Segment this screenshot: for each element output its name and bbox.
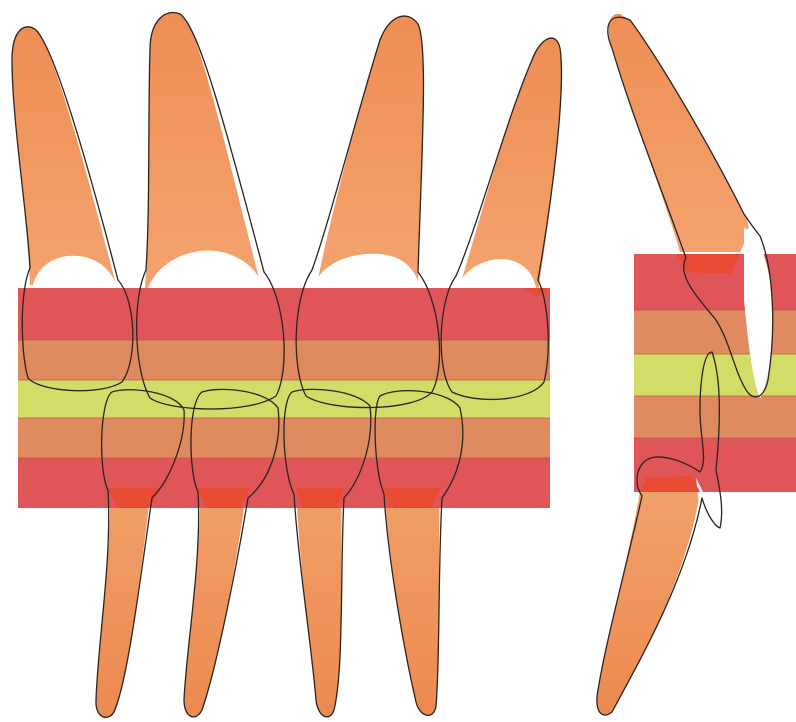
side-lower-root [597,492,700,715]
front-view [12,13,561,718]
upper-root-4 [458,38,561,292]
band-outer-bottom [18,458,550,508]
side-band-middle-bottom [634,396,796,438]
upper-root-2 [145,13,262,291]
crown-tip [296,488,344,508]
side-lower-crown-tip [640,476,700,492]
side-view [597,14,796,715]
upper-roots [12,13,561,293]
crown-tip [382,488,440,508]
side-upper-root [609,14,749,252]
upper-root-1 [12,27,118,292]
lower-root-3 [296,480,342,717]
lower-roots [96,480,440,717]
upper-root-3 [316,16,423,288]
band-outer-top [18,288,550,340]
lower-root-4 [384,480,440,715]
band-center [18,380,550,418]
